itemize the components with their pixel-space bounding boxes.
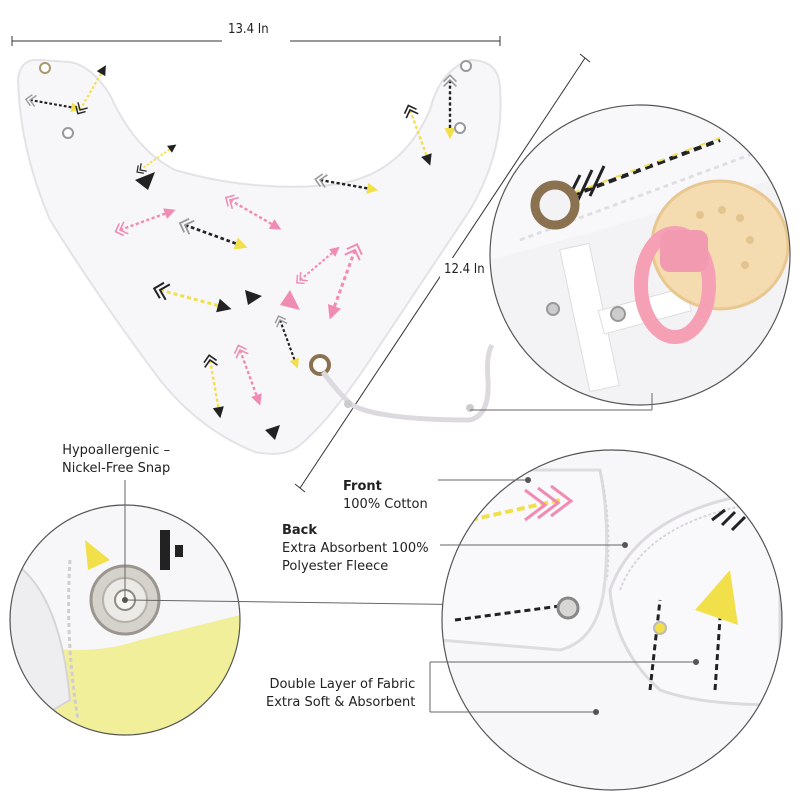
height-dimension-label: 12.4 In: [444, 262, 485, 277]
front-callout-title: Front: [343, 479, 382, 494]
fabric-layers-closeup: [429, 449, 783, 791]
width-dimension-line: [11, 32, 501, 50]
front-callout-text: 100% Cotton: [343, 497, 428, 512]
snap-callout-line2: Nickel-Free Snap: [62, 461, 171, 476]
snap-callout-line1: Hypoallergenic –: [62, 443, 171, 458]
fabric-callout-line1: Double Layer of Fabric: [269, 677, 416, 692]
back-callout-line1: Extra Absorbent 100%: [282, 541, 429, 556]
bandana-bib: [16, 58, 502, 455]
fabric-callout-line2: Extra Soft & Absorbent: [266, 695, 416, 710]
snap-callout: Hypoallergenic – Nickel-Free Snap: [62, 442, 170, 478]
pacifier-clip-closeup: [470, 104, 791, 411]
back-callout-line2: Polyester Fleece: [282, 559, 389, 574]
back-callout-title: Back: [282, 523, 318, 538]
fabric-callout: Double Layer of Fabric Extra Soft & Abso…: [266, 676, 415, 712]
height-dimension-line: [294, 53, 591, 493]
front-callout: Front 100% Cotton: [343, 478, 428, 514]
width-dimension-label: 13.4 In: [228, 22, 269, 37]
back-callout: Back Extra Absorbent 100% Polyester Flee…: [282, 522, 429, 576]
